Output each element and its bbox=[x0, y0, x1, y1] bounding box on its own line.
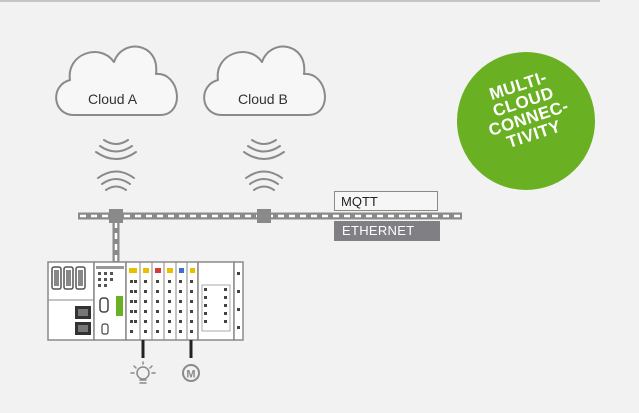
lamp-icon bbox=[130, 361, 156, 384]
wireless-signal-icon bbox=[243, 139, 285, 160]
controller bbox=[47, 261, 127, 341]
motor-icon: M bbox=[182, 364, 200, 382]
wireless-signal-icon bbox=[245, 170, 283, 191]
mqtt-label-box: MQTT bbox=[334, 191, 438, 211]
io-modules bbox=[125, 261, 244, 341]
cloud-a-icon bbox=[55, 45, 178, 116]
motor-symbol: M bbox=[186, 369, 195, 381]
network-node bbox=[257, 209, 271, 223]
multi-cloud-badge: MULTI- CLOUD CONNEC- TIVITY bbox=[457, 52, 595, 190]
mqtt-label: MQTT bbox=[341, 194, 378, 209]
cloud-a-label: Cloud A bbox=[88, 91, 138, 107]
cloud-b-label: Cloud B bbox=[238, 91, 288, 107]
wireless-signal-icon bbox=[95, 139, 137, 160]
wireless-signal-icon bbox=[97, 170, 135, 191]
ethernet-label-box: ETHERNET bbox=[334, 221, 440, 241]
network-node bbox=[109, 209, 123, 223]
cloud-b-icon bbox=[203, 45, 326, 116]
ethernet-label: ETHERNET bbox=[342, 223, 415, 238]
